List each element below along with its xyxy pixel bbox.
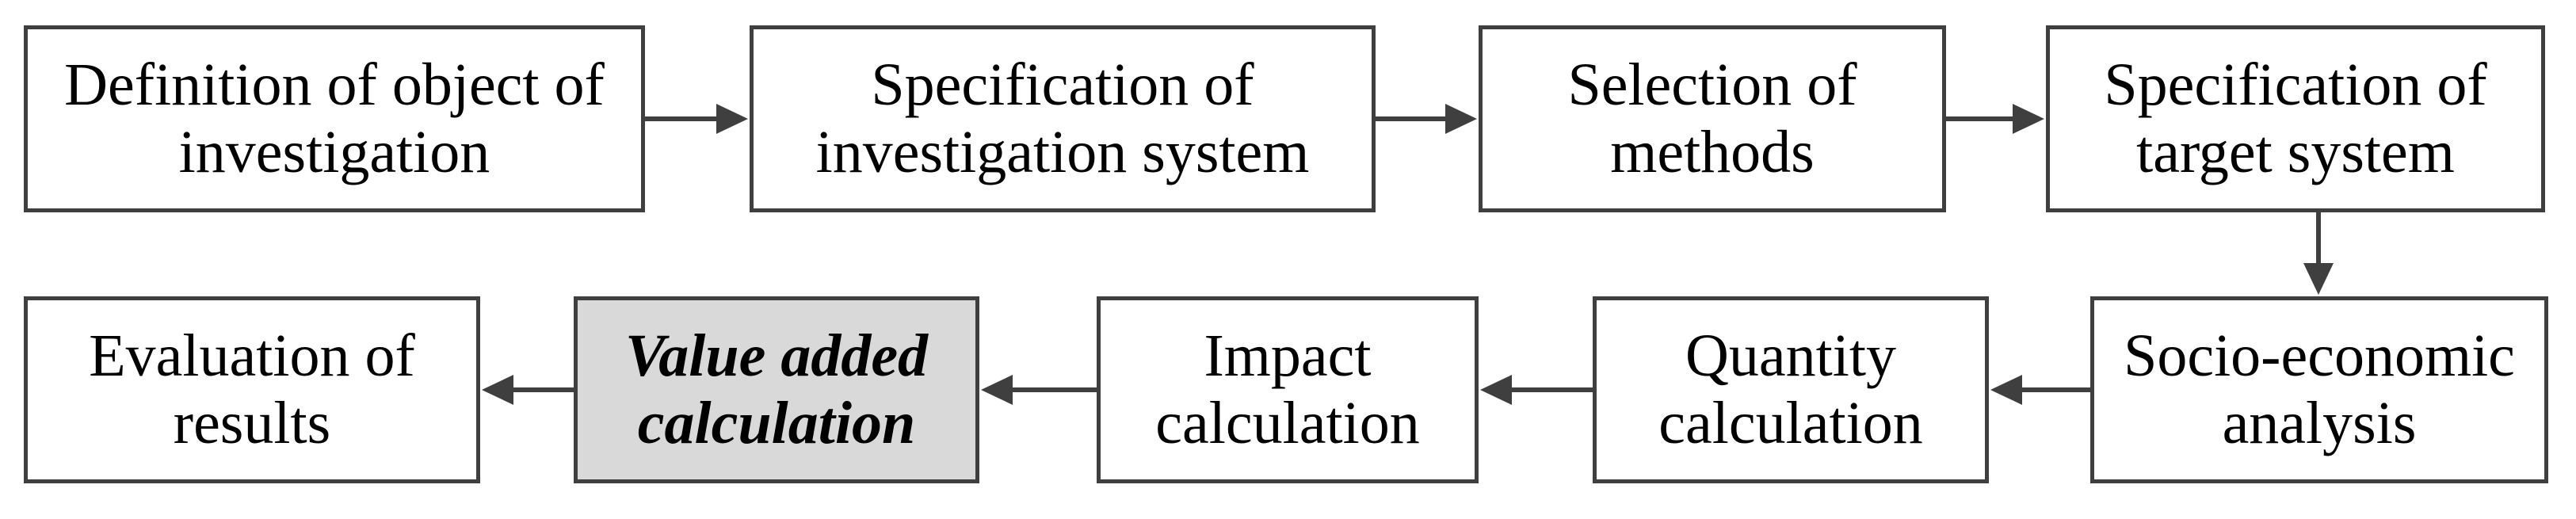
box-label-line: Quantity [1685,322,1896,389]
box-label-line: Impact [1204,322,1372,389]
arrow-b7-b8 [981,375,1097,405]
box-label-line: calculation [637,390,916,456]
box-label-line: calculation [1658,390,1923,456]
box-impact-calculation: Impact calculation [1097,296,1479,483]
box-label-line: Specification of [2104,51,2487,118]
arrow-b2-b3 [1376,104,1477,134]
box-evaluation-of-results: Evaluation of results [24,296,480,483]
arrow-b1-b2 [645,104,748,134]
box-label-line: Definition of object of [64,51,605,118]
box-label-line: Evaluation of [89,322,415,389]
box-label-line: target system [2136,119,2455,185]
box-socio-economic-analysis: Socio-economic analysis [2090,296,2548,483]
box-label-line: Value added [624,322,929,389]
box-value-added-calculation: Value added calculation [574,296,979,483]
box-label-line: investigation system [815,119,1310,185]
arrow-b4-b5 [2303,212,2334,295]
box-label-line: calculation [1155,390,1420,456]
arrow-b5-b6 [1990,375,2090,405]
arrow-b8-b9 [482,375,574,405]
box-selection-of-methods: Selection of methods [1479,25,1946,212]
box-specification-of-investigation-system: Specification of investigation system [750,25,1376,212]
box-quantity-calculation: Quantity calculation [1593,296,1989,483]
box-label-line: investigation [178,119,490,185]
box-label-line: analysis [2222,390,2417,456]
box-specification-of-target-system: Specification of target system [2046,25,2545,212]
box-label-line: results [173,390,331,456]
arrow-b6-b7 [1480,375,1593,405]
box-label-line: methods [1610,119,1815,185]
box-label-line: Specification of [871,51,1254,118]
arrow-b3-b4 [1946,104,2044,134]
box-definition-of-object: Definition of object of investigation [24,25,645,212]
box-label-line: Selection of [1567,51,1857,118]
box-label-line: Socio-economic [2124,322,2515,389]
